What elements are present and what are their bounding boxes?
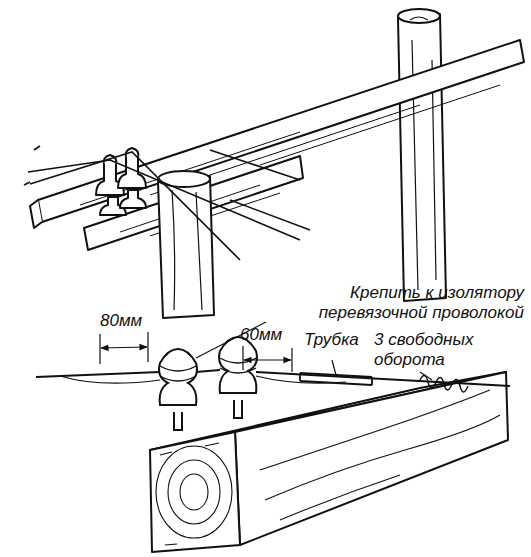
crossarm [38, 40, 524, 222]
pole [398, 14, 446, 301]
dimension-label: 60мм [240, 325, 300, 345]
part-label: Трубка [304, 330, 370, 350]
binding-wire [160, 358, 256, 381]
crossarm-end [150, 432, 240, 552]
wire [36, 372, 160, 377]
leader-line [332, 360, 336, 375]
insulator [219, 337, 257, 393]
note-label: Крепить к изолятору перевязочной проволо… [268, 283, 524, 323]
crossarm-side [235, 372, 508, 545]
insulator [159, 349, 197, 405]
pole [158, 176, 214, 318]
leader-line [420, 372, 432, 380]
insulator [118, 148, 146, 188]
free-turns [420, 375, 468, 392]
part-label: 3 свободных оборота [374, 330, 524, 370]
pole-top [158, 171, 210, 187]
wire [30, 152, 240, 260]
pole-top [398, 9, 440, 23]
dimension-label: 80мм [100, 311, 160, 331]
wire [256, 372, 510, 386]
